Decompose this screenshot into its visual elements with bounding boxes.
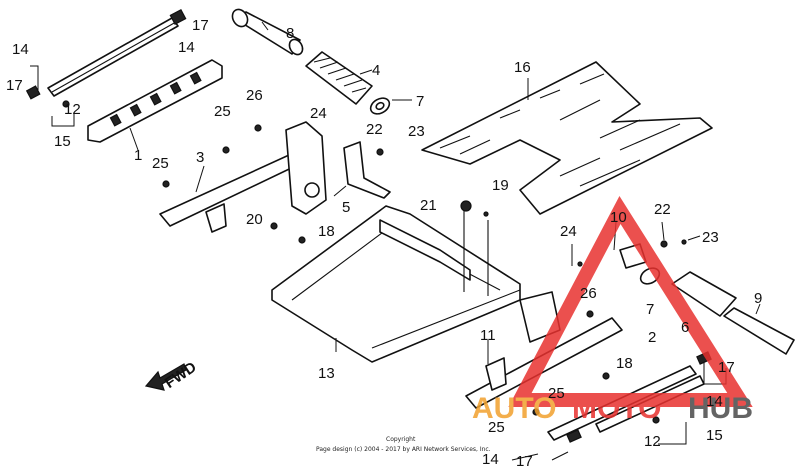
callout-9: 9 <box>754 290 762 307</box>
callout-21: 21 <box>420 197 437 214</box>
watermark-moto: MOTO <box>572 392 661 425</box>
watermark-auto: AUTO <box>472 392 556 425</box>
callout-3: 3 <box>196 149 204 166</box>
callout-14c: 14 <box>706 393 723 410</box>
callout-18a: 18 <box>318 223 335 240</box>
callout-1: 1 <box>134 147 142 164</box>
watermark-hub: HUB <box>688 392 753 425</box>
callout-7b: 7 <box>646 301 654 318</box>
callout-25c: 25 <box>548 385 565 402</box>
callout-2: 2 <box>648 329 656 346</box>
callout-8: 8 <box>286 25 294 42</box>
callout-22a: 22 <box>366 121 383 138</box>
callout-12a: 12 <box>64 101 81 118</box>
callout-24b: 24 <box>560 223 577 240</box>
callout-18b: 18 <box>616 355 633 372</box>
washer-left <box>369 97 391 115</box>
callout-17d: 17 <box>516 453 533 470</box>
callout-26b: 26 <box>580 285 597 302</box>
fwd-arrow: FWD <box>144 359 200 392</box>
callout-7a: 7 <box>416 93 424 110</box>
callout-4: 4 <box>372 62 380 79</box>
bracket-arm-left <box>159 149 309 233</box>
callout-20: 20 <box>246 211 263 228</box>
callout-19: 19 <box>492 177 509 194</box>
callout-5: 5 <box>342 199 350 216</box>
fasteners <box>162 124 687 424</box>
pipe-part-8 <box>231 8 304 56</box>
callout-23b: 23 <box>702 229 719 246</box>
callout-15a: 15 <box>54 133 71 150</box>
footrest-cover-left <box>87 59 223 143</box>
callout-13: 13 <box>318 365 335 382</box>
callout-25a: 25 <box>214 103 231 120</box>
callout-10: 10 <box>610 209 627 226</box>
main-frame <box>271 205 521 363</box>
bracket-part-5 <box>285 121 391 215</box>
copyright-line2: Page design (c) 2004 - 2017 by ARI Netwo… <box>316 446 491 453</box>
callout-26a: 26 <box>246 87 263 104</box>
callout-23a: 23 <box>408 123 425 140</box>
floor-mat <box>421 61 713 215</box>
callout-15b: 15 <box>706 427 723 444</box>
callout-25b: 25 <box>152 155 169 172</box>
step-bar-left <box>25 8 187 108</box>
rubber-grip-left <box>305 51 373 105</box>
callout-17b: 17 <box>192 17 209 34</box>
copyright-line1: Copyright <box>386 436 416 443</box>
callout-14b: 14 <box>178 39 195 56</box>
callout-17c: 17 <box>718 359 735 376</box>
callout-6: 6 <box>681 319 689 336</box>
callout-14a: 14 <box>12 41 29 58</box>
callout-17a: 17 <box>6 77 23 94</box>
callout-24a: 24 <box>310 105 327 122</box>
callout-11: 11 <box>480 327 496 344</box>
callout-12b: 12 <box>644 433 661 450</box>
callout-16: 16 <box>514 59 531 76</box>
callout-labels: 1 2 3 4 5 6 7 7 8 9 10 11 12 12 13 14 14… <box>6 17 762 470</box>
fwd-label: FWD <box>162 359 200 392</box>
copyright-notice: Copyright Page design (c) 2004 - 2017 by… <box>316 436 491 453</box>
callout-14d: 14 <box>482 451 499 468</box>
callout-22b: 22 <box>654 201 671 218</box>
callout-25d: 25 <box>488 419 505 436</box>
automotohub-watermark: AUTO MOTO HUB <box>472 196 753 425</box>
